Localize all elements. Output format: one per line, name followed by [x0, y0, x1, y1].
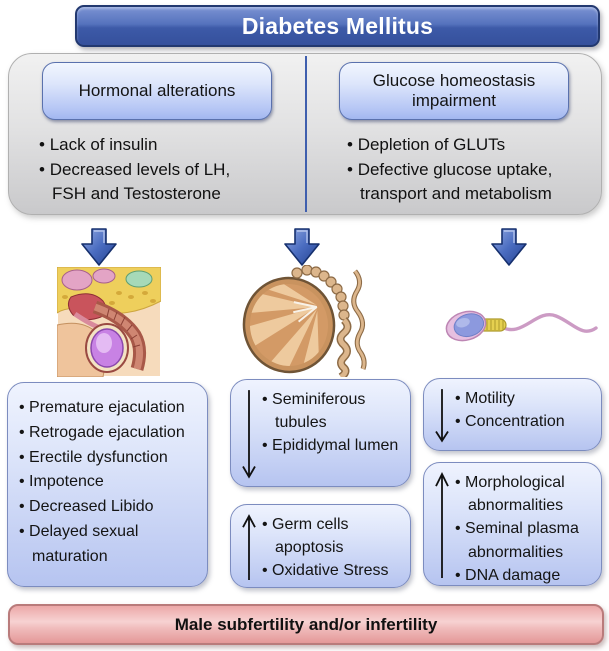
testis-decrease-box: Seminiferous tubules Epididymal lumen: [230, 379, 411, 487]
bullet-item: Oxidative Stress: [262, 559, 406, 582]
increase-arrow-icon: [435, 472, 449, 578]
glucose-bullet-list: Depletion of GLUTs Defective glucose upt…: [347, 133, 579, 207]
bullet-item: Seminiferous tubules: [262, 388, 406, 434]
hormonal-header-box: Hormonal alterations: [42, 62, 272, 120]
bullet-item: Morphological abnormalities: [455, 471, 597, 517]
footer-text: Male subfertility and/or infertility: [174, 614, 438, 634]
bullet-item: Lack of insulin: [39, 133, 254, 158]
bullet-item: Impotence: [19, 470, 203, 495]
decrease-arrow-icon: [242, 390, 256, 479]
bullet-item: Delayed sexual maturation: [19, 520, 203, 570]
bullet-item: Concentration: [455, 410, 597, 433]
sperm-decrease-list: Motility Concentration: [455, 387, 597, 446]
testis-decrease-list: Seminiferous tubules Epididymal lumen: [262, 388, 406, 482]
testis-increase-list: Germ cells apoptosis Oxidative Stress: [262, 513, 406, 583]
bullet-item: Epididymal lumen: [262, 434, 406, 457]
title-banner: Diabetes Mellitus: [75, 5, 600, 47]
bullet-item: Seminal plasma abnormalities: [455, 517, 597, 563]
bullet-item: Retrogade ejaculation: [19, 421, 203, 446]
increase-arrow-icon: [242, 514, 256, 580]
sperm-decrease-box: Motility Concentration: [423, 378, 602, 451]
male-anatomy-illustration: [57, 267, 161, 377]
causes-panel: Hormonal alterations Lack of insulin Dec…: [8, 53, 602, 215]
hormonal-header-text: Hormonal alterations: [78, 80, 236, 100]
footer-banner: Male subfertility and/or infertility: [8, 604, 604, 645]
down-arrow-icon: [81, 228, 117, 266]
anatomy-effects-list: Premature ejaculation Retrogade ejaculat…: [19, 396, 203, 570]
down-arrow-icon: [284, 228, 320, 266]
bullet-item: Motility: [455, 387, 597, 410]
sperm-increase-list: Morphological abnormalities Seminal plas…: [455, 471, 597, 584]
glucose-header-text: Glucose homeostasis impairment: [372, 70, 536, 110]
sperm-increase-box: Morphological abnormalities Seminal plas…: [423, 462, 602, 586]
bullet-item: Germ cells apoptosis: [262, 513, 406, 559]
hormonal-column: Hormonal alterations Lack of insulin Dec…: [9, 54, 305, 214]
testis-increase-box: Germ cells apoptosis Oxidative Stress: [230, 504, 411, 588]
sperm-illustration: [445, 310, 598, 342]
hormonal-bullet-list: Lack of insulin Decreased levels of LH, …: [39, 133, 254, 207]
glucose-header-box: Glucose homeostasis impairment: [339, 62, 569, 120]
panel-divider-line: [305, 56, 307, 212]
anatomy-effects-box: Premature ejaculation Retrogade ejaculat…: [7, 382, 208, 587]
bullet-item: Decreased Libido: [19, 495, 203, 520]
glucose-column: Glucose homeostasis impairment Depletion…: [307, 54, 601, 214]
bullet-item: Depletion of GLUTs: [347, 133, 579, 158]
bullet-item: DNA damage: [455, 564, 597, 587]
decrease-arrow-icon: [435, 389, 449, 443]
bullet-item: Premature ejaculation: [19, 396, 203, 421]
bullet-item: Defective glucose uptake, transport and …: [347, 158, 579, 207]
title-text: Diabetes Mellitus: [241, 12, 434, 39]
bullet-item: Decreased levels of LH, FSH and Testoste…: [39, 158, 254, 207]
down-arrow-icon: [491, 228, 527, 266]
testis-illustration: [242, 265, 367, 377]
bullet-item: Erectile dysfunction: [19, 446, 203, 471]
